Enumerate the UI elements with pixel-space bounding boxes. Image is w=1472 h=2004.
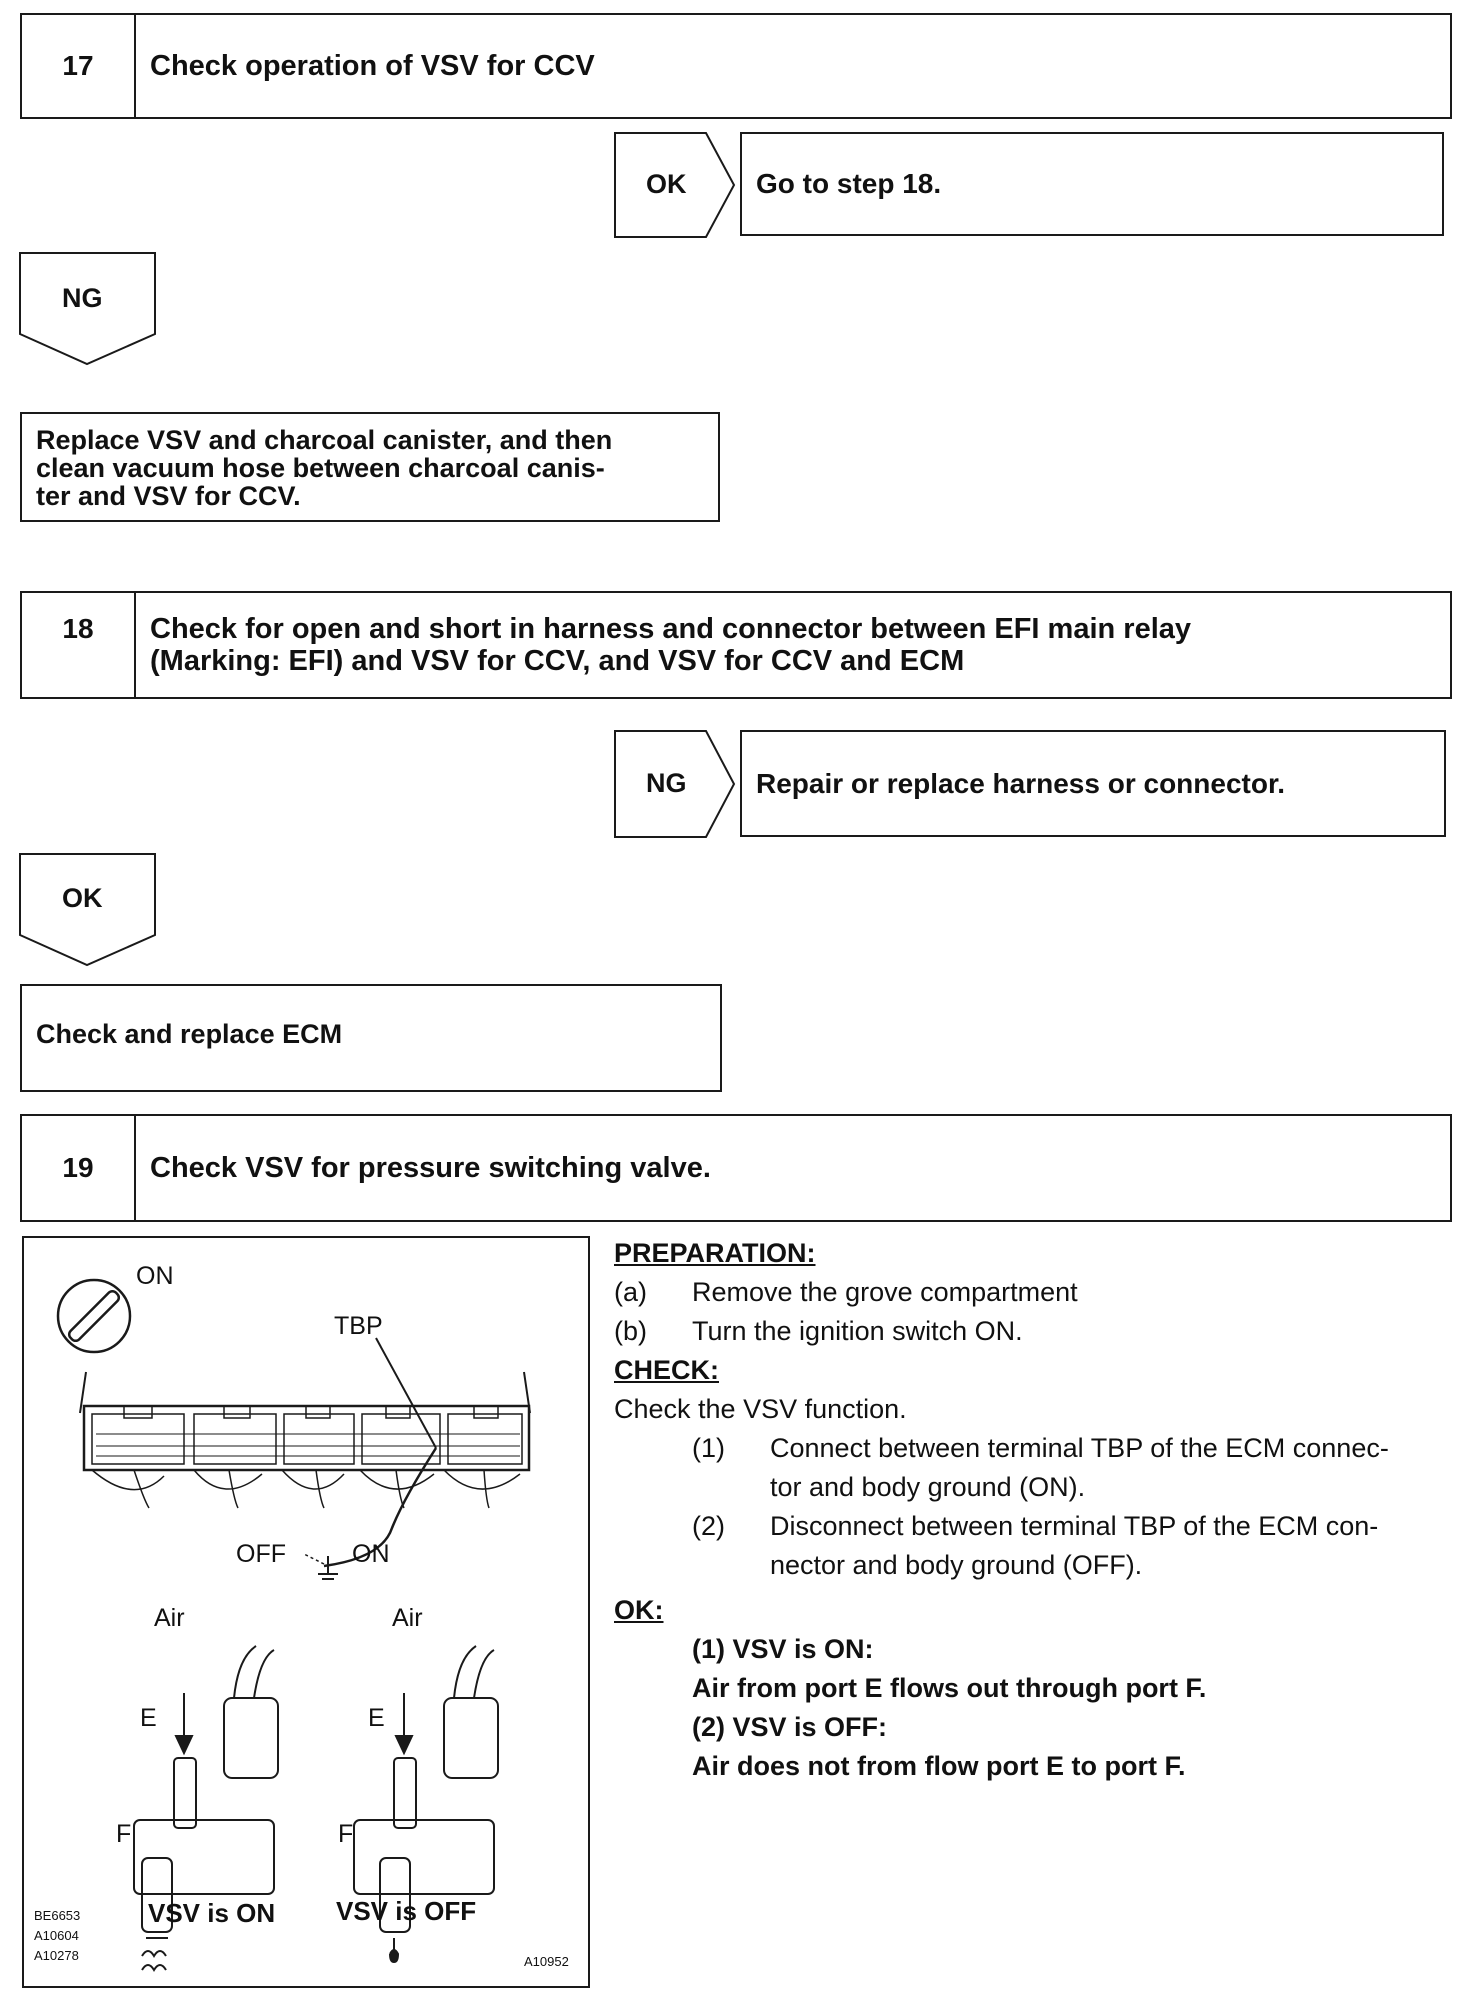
vsv-on-icon	[133, 1645, 279, 1972]
ecm-connector-icon	[79, 1371, 531, 1509]
air-label-left: Air	[154, 1604, 185, 1632]
preparation-header: PREPARATION:	[614, 1238, 816, 1268]
prep-item: (b) Turn the ignition switch ON.	[614, 1312, 1454, 1351]
step-title-line: Check for open and short in harness and …	[150, 613, 1192, 645]
port-f-label-right: F	[338, 1820, 354, 1848]
off-label: OFF	[236, 1540, 286, 1568]
ok-down-tag	[19, 853, 156, 967]
step-title: Check operation of VSV for CCV	[150, 50, 595, 82]
step-18-ok-action: Check and replace ECM	[20, 984, 722, 1092]
port-e-label-left: E	[140, 1704, 157, 1732]
action-line: clean vacuum hose between charcoal canis…	[36, 453, 605, 483]
item-mark: (b)	[614, 1316, 647, 1346]
vsv-off-icon	[353, 1645, 499, 1964]
ng-arrow-tag	[614, 730, 736, 838]
ok-spec: (1) VSV is ON: Air from port E flows out…	[614, 1630, 1454, 1786]
vsv-illustration	[56, 1278, 531, 1972]
action-line: Check and replace ECM	[36, 1019, 343, 1049]
figure-code: A10604	[34, 1928, 79, 1943]
action-line: ter and VSV for CCV.	[36, 481, 301, 511]
step-number: 17	[22, 15, 136, 117]
figure-code: A10278	[34, 1948, 79, 1963]
item-mark: (2)	[692, 1511, 725, 1541]
vsv-off-caption: VSV is OFF	[336, 1896, 477, 1926]
air-label-right: Air	[392, 1604, 423, 1632]
port-e-label-right: E	[368, 1704, 385, 1732]
item-text: Disconnect between terminal TBP of the E…	[770, 1511, 1379, 1541]
action-line: Replace VSV and charcoal canister, and t…	[36, 425, 613, 455]
check-item: (2) Disconnect between terminal TBP of t…	[614, 1507, 1454, 1585]
ng-tag-label: NG	[62, 283, 103, 313]
ignition-on-label: ON	[136, 1262, 174, 1290]
ok-arrow-tag	[614, 132, 736, 238]
step-18-header: 18 Check for open and short in harness a…	[20, 591, 1452, 699]
item-text: nector and body ground (OFF).	[770, 1550, 1143, 1580]
port-f-label-left: F	[116, 1820, 132, 1848]
step-17-header: 17 Check operation of VSV for CCV	[20, 13, 1452, 119]
ok-tag-label: OK	[646, 169, 687, 199]
step-number: 18	[22, 593, 136, 697]
vsv-on-caption: VSV is ON	[148, 1898, 276, 1928]
item-text: Connect between terminal TBP of the ECM …	[770, 1433, 1389, 1463]
step-title-line: (Marking: EFI) and VSV for CCV, and VSV …	[150, 645, 965, 677]
step-17-ng-action: Replace VSV and charcoal canister, and t…	[20, 412, 720, 522]
step-17-ok-result: Go to step 18.	[740, 132, 1444, 236]
figure-code: A10952	[524, 1954, 569, 1969]
ok-line: Air from port E flows out through port F…	[692, 1673, 1207, 1703]
step-title: Check VSV for pressure switching valve.	[150, 1152, 711, 1184]
item-mark: (a)	[614, 1277, 647, 1307]
step-18-ng-result: Repair or replace harness or connector.	[740, 730, 1446, 837]
tbp-label: TBP	[334, 1312, 383, 1340]
ng-down-tag	[19, 252, 156, 366]
step-19-header: 19 Check VSV for pressure switching valv…	[20, 1114, 1452, 1222]
check-header: CHECK:	[614, 1355, 719, 1385]
check-intro: Check the VSV function.	[614, 1394, 907, 1424]
item-text: Turn the ignition switch ON.	[692, 1316, 1023, 1346]
procedure-text: PREPARATION: (a) Remove the grove compar…	[614, 1234, 1454, 1786]
ground-switch-icon	[303, 1553, 338, 1580]
figure-code: BE6653	[34, 1908, 81, 1923]
prep-item: (a) Remove the grove compartment	[614, 1273, 1454, 1312]
step-number: 19	[22, 1116, 136, 1220]
item-text: tor and body ground (ON).	[770, 1472, 1086, 1502]
ok-tag-label: OK	[62, 883, 103, 913]
step-title: Check for open and short in harness and …	[150, 593, 1440, 697]
ng-tag-label: NG	[646, 768, 687, 798]
ok-line: Air does not from flow port E to port F.	[692, 1751, 1186, 1781]
on-label: ON	[352, 1540, 390, 1568]
ignition-switch-icon	[56, 1278, 132, 1354]
item-text: Remove the grove compartment	[692, 1277, 1078, 1307]
ok-header: OK:	[614, 1595, 664, 1625]
check-item: (1) Connect between terminal TBP of the …	[614, 1429, 1454, 1507]
item-mark: (1)	[692, 1433, 725, 1463]
ok-line: (1) VSV is ON:	[692, 1634, 874, 1664]
ok-line: (2) VSV is OFF:	[692, 1712, 888, 1742]
vsv-diagram-panel: ON TBP OFF ON Air Air E E F F VSV is ON …	[22, 1236, 590, 1988]
